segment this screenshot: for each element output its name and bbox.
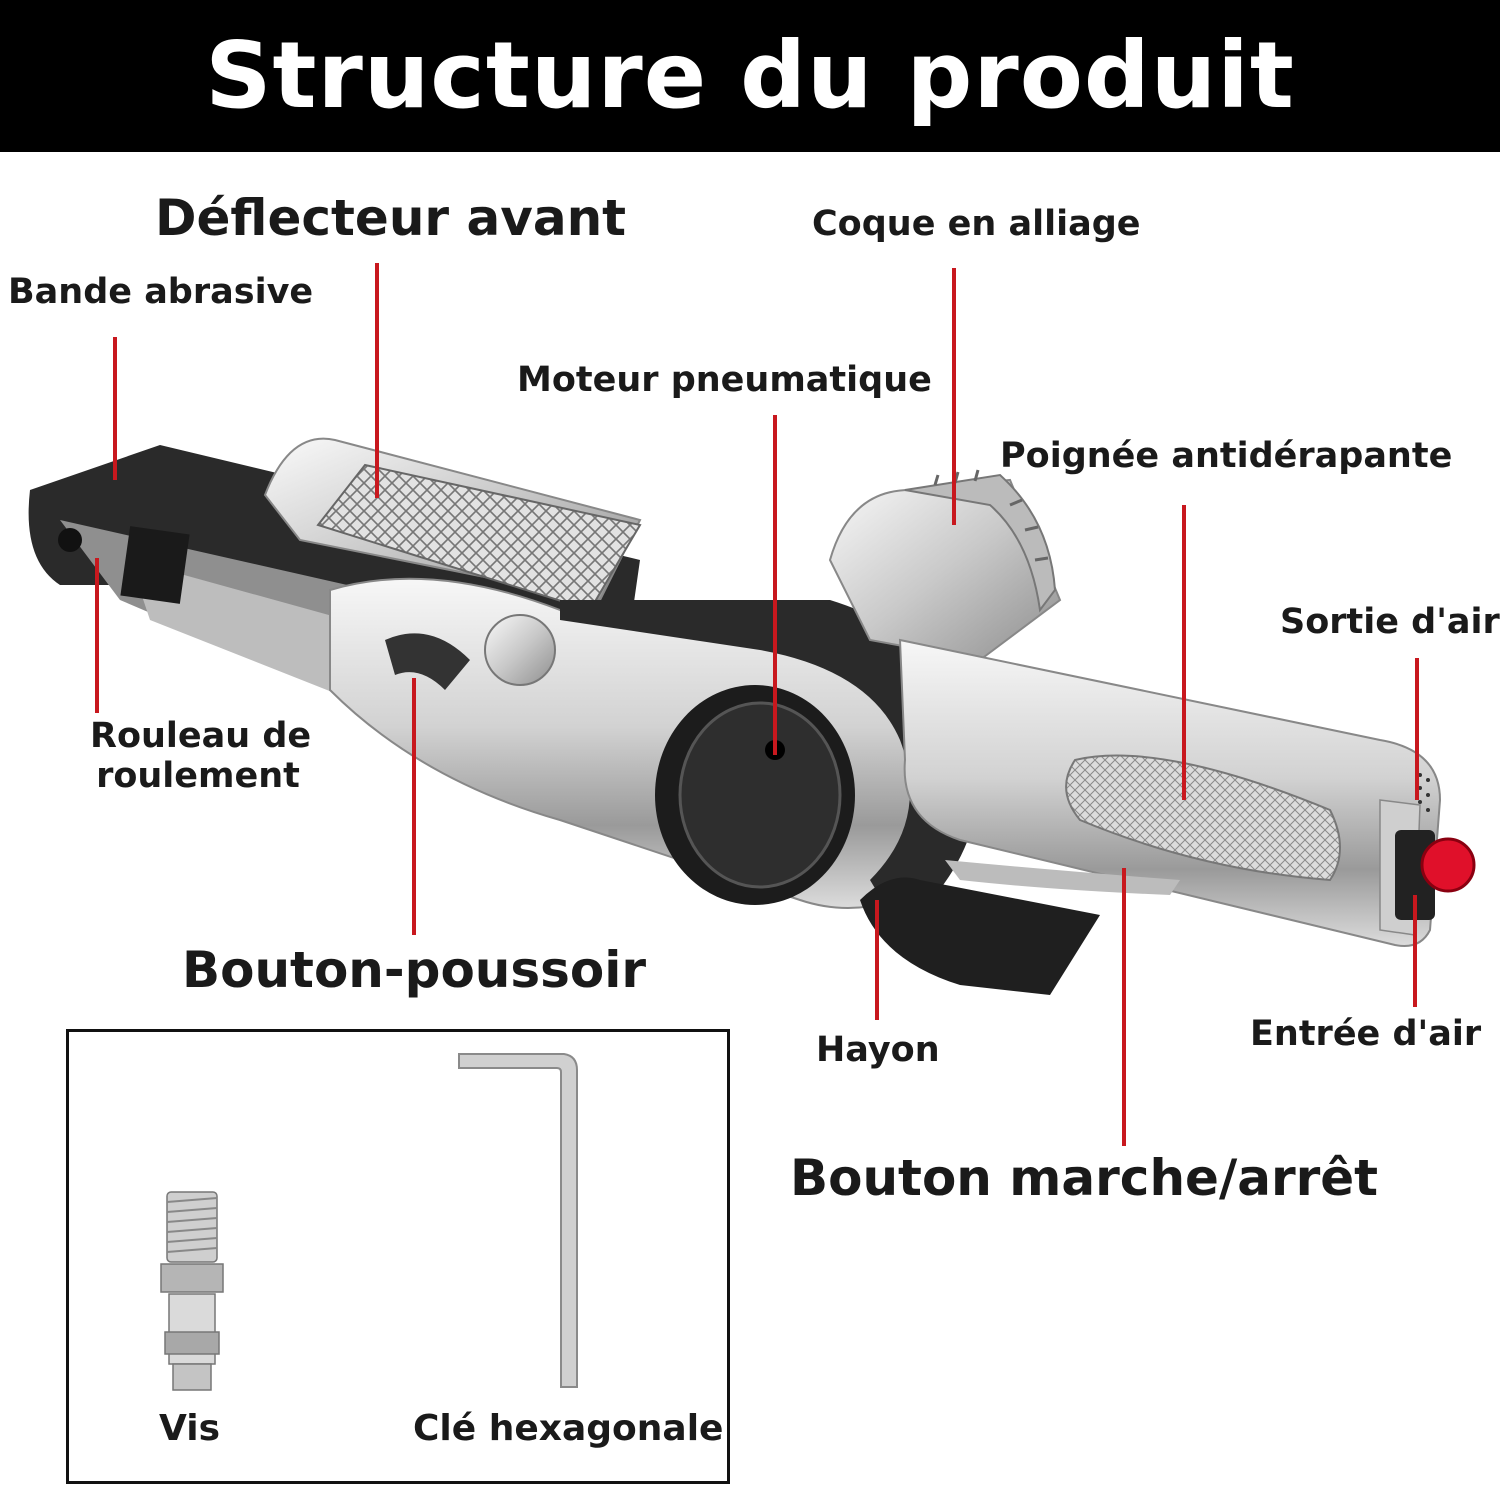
label-bearing-roller-line1: Rouleau de [90, 716, 312, 756]
screw-fitting-icon [160, 1191, 224, 1391]
label-push-button: Bouton-poussoir [182, 941, 647, 999]
leader-bearing-roller [95, 558, 99, 713]
label-air-outlet: Sortie d'air [1280, 602, 1500, 642]
label-bearing-roller: Rouleau de roulement [90, 716, 312, 797]
hex-key-icon [458, 1053, 578, 1388]
motor-body [329, 577, 981, 930]
leader-air-outlet [1415, 658, 1419, 800]
label-bearing-roller-line2: roulement [96, 756, 300, 797]
label-hex-key: Clé hexagonale [413, 1408, 724, 1449]
tailgate-lever [860, 860, 1180, 995]
accessories-box: Vis Clé hexagonale [66, 1029, 730, 1484]
label-non-slip-handle: Poignée antidérapante [1000, 436, 1453, 476]
leader-air-motor [773, 415, 777, 755]
label-on-off-button: Bouton marche/arrêt [790, 1149, 1379, 1207]
title-bar: Structure du produit [0, 0, 1500, 152]
label-abrasive-belt: Bande abrasive [8, 272, 314, 312]
alloy-shell [828, 469, 1062, 662]
leader-alloy-shell [952, 268, 956, 525]
label-front-deflector: Déflecteur avant [155, 189, 627, 247]
label-air-motor: Moteur pneumatique [517, 360, 932, 400]
leader-front-deflector [375, 263, 379, 498]
label-alloy-shell: Coque en alliage [812, 204, 1141, 244]
front-deflector [263, 437, 642, 612]
label-screw: Vis [159, 1408, 220, 1449]
non-slip-handle [898, 638, 1476, 947]
leader-air-inlet [1413, 895, 1417, 1007]
label-air-inlet: Entrée d'air [1250, 1014, 1482, 1054]
label-tailgate: Hayon [816, 1030, 940, 1070]
leader-abrasive-belt [113, 337, 117, 480]
page-title: Structure du produit [205, 22, 1295, 129]
leader-non-slip-handle [1182, 505, 1186, 800]
leader-tailgate [875, 900, 879, 1020]
leader-push-button [412, 678, 416, 935]
accessories-illustration [160, 1053, 578, 1391]
leader-on-off-button [1122, 868, 1126, 1146]
